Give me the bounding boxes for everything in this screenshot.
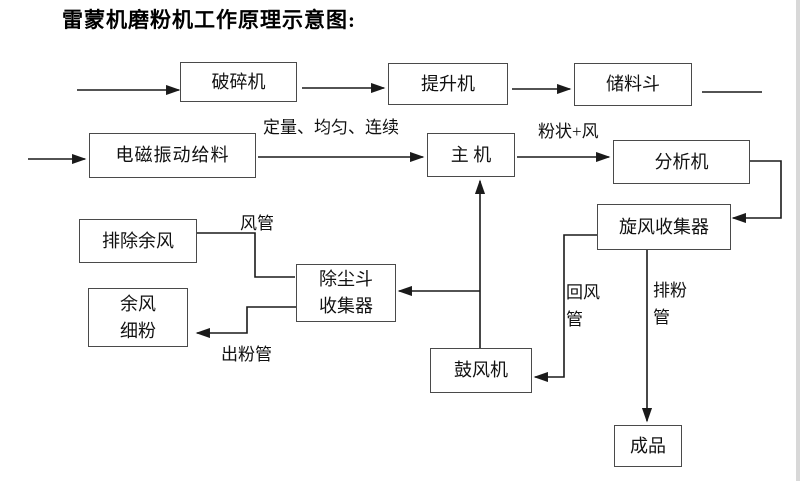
diagram-title: 雷蒙机磨粉机工作原理示意图: (62, 8, 356, 32)
node-electromagnetic-feeder: 电磁振动给料 (89, 133, 256, 178)
node-exhaust-residual-air: 排除余风 (79, 219, 197, 263)
node-storage-hopper: 储料斗 (574, 63, 692, 106)
node-dust-hopper-collector: 除尘斗 收集器 (296, 264, 396, 322)
node-crusher: 破碎机 (180, 62, 297, 102)
node-finished-product: 成品 (614, 425, 682, 467)
arrow-dust-to-residual (195, 306, 296, 339)
label-powder-outlet-duct: 出粉管 (221, 345, 272, 364)
node-blower: 鼓风机 (430, 348, 532, 393)
node-analyzer: 分析机 (613, 140, 750, 184)
label-feed-quality: 定量、均匀、连续 (263, 118, 399, 137)
line-air-duct (196, 232, 295, 278)
node-residual-fine-powder: 余风 细粉 (88, 288, 188, 347)
label-return-air-duct: 回风管 (566, 283, 600, 329)
page-edge-strip (796, 0, 800, 481)
label-powder-discharge-duct: 排粉管 (653, 281, 687, 327)
node-elevator: 提升机 (388, 63, 508, 105)
node-cyclone-collector: 旋风收集器 (597, 204, 731, 250)
label-air-duct: 风管 (240, 214, 274, 233)
node-main-machine: 主 机 (427, 133, 515, 177)
label-powder-plus-air: 粉状+风 (538, 122, 599, 141)
